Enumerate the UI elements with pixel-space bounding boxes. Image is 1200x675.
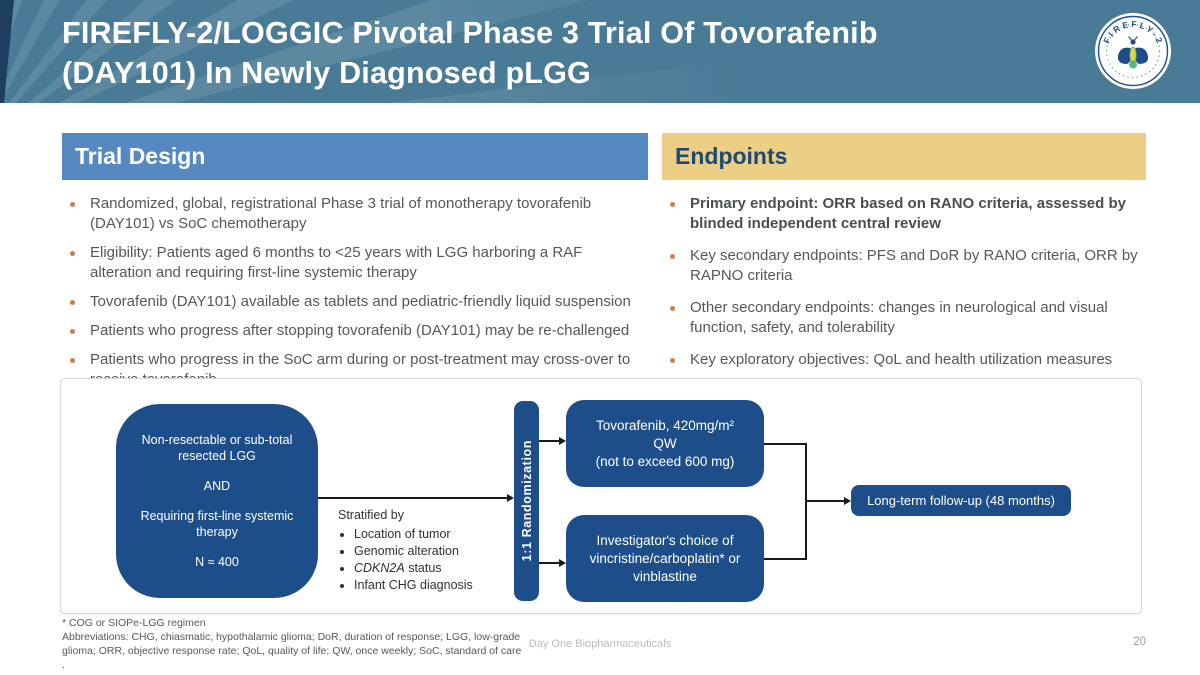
trial-design-bullet-list: Randomized, global, registrational Phase…: [62, 194, 648, 390]
arrow-randomization-to-arm1: [539, 440, 559, 442]
bullet-text: Primary endpoint: ORR based on RANO crit…: [690, 195, 1126, 232]
arm2-chemotherapy-box: Investigator's choice of vincristine/car…: [566, 515, 764, 602]
trial-design-section: Trial Design Randomized, global, registr…: [62, 133, 648, 399]
trial-design-bullet: Tovorafenib (DAY101) available as tablet…: [70, 292, 648, 312]
eligibility-line: N ≈ 400: [195, 555, 239, 569]
eligibility-box: Non-resectable or sub-total resected LGG…: [116, 404, 318, 598]
footnote-abbreviations: Abbreviations: CHG, chiasmatic, hypothal…: [62, 631, 522, 657]
arm2-text: Investigator's choice of vincristine/car…: [589, 532, 741, 584]
eligibility-line: Requiring first-line systemic therapy: [140, 509, 294, 539]
stratification-note: Stratified by Location of tumor Genomic …: [338, 507, 528, 594]
header-ray-pattern: [0, 0, 744, 103]
endpoints-header: Endpoints: [662, 133, 1146, 180]
endpoints-bullet: Key exploratory objectives: QoL and heal…: [670, 350, 1146, 370]
trial-design-header: Trial Design: [62, 133, 648, 180]
endpoints-bullet-primary: Primary endpoint: ORR based on RANO crit…: [670, 194, 1146, 234]
bullet-icon: [70, 300, 75, 305]
bullet-text: Randomized, global, registrational Phase…: [90, 195, 592, 232]
bullet-icon: [70, 202, 75, 207]
title-line-2: (DAY101) In Newly Diagnosed pLGG: [62, 56, 591, 90]
bullet-icon: [670, 306, 675, 311]
arrow-randomization-to-arm2: [539, 562, 559, 564]
firefly-2-logo-icon: FIREFLY-2: [1095, 13, 1171, 89]
bullet-icon: [340, 584, 344, 588]
bullet-icon: [70, 358, 75, 363]
stratified-item: Genomic alteration: [338, 543, 528, 560]
followup-text: Long-term follow-up (48 months): [867, 493, 1055, 508]
endpoints-bullet: Key secondary endpoints: PFS and DoR by …: [670, 246, 1146, 286]
title-line-1: FIREFLY-2/LOGGIC Pivotal Phase 3 Trial O…: [62, 16, 878, 50]
arrow-to-followup: [807, 500, 844, 502]
company-watermark: Day One Biopharmaceuticals: [528, 638, 672, 650]
slide-title: FIREFLY-2/LOGGIC Pivotal Phase 3 Trial O…: [62, 13, 878, 93]
bullet-icon: [670, 202, 675, 207]
footnote-period: .: [62, 659, 65, 671]
eligibility-line: Non-resectable or sub-total resected LGG: [141, 433, 293, 463]
footnotes: * COG or SIOPe-LGG regimen Abbreviations…: [62, 616, 524, 672]
page-number: 20: [1133, 636, 1146, 648]
footnote-regimen: * COG or SIOPe-LGG regimen: [62, 617, 206, 629]
followup-box: Long-term follow-up (48 months): [851, 485, 1071, 516]
bullet-text: Eligibility: Patients aged 6 months to <…: [90, 244, 583, 281]
bullet-icon: [70, 251, 75, 256]
endpoints-bullet-list: Primary endpoint: ORR based on RANO crit…: [662, 194, 1146, 370]
stratified-item: Location of tumor: [338, 526, 528, 543]
bullet-text: Key exploratory objectives: QoL and heal…: [690, 351, 1113, 368]
bullet-icon: [340, 550, 344, 554]
eligibility-line: AND: [203, 479, 231, 493]
bullet-text: Other secondary endpoints: changes in ne…: [690, 299, 1108, 336]
bullet-text: Tovorafenib (DAY101) available as tablet…: [90, 293, 631, 310]
bullet-icon: [670, 254, 675, 259]
slide-header: FIREFLY-2/LOGGIC Pivotal Phase 3 Trial O…: [0, 0, 1200, 103]
connector-arm2: [764, 558, 807, 560]
trial-design-bullet: Randomized, global, registrational Phase…: [70, 194, 648, 234]
stratified-item: CDKN2A status: [338, 560, 528, 577]
randomization-label: 1:1 Randomization: [519, 440, 534, 562]
endpoints-section: Endpoints Primary endpoint: ORR based on…: [662, 133, 1146, 382]
trial-flow-diagram: Non-resectable or sub-total resected LGG…: [60, 378, 1142, 614]
arrow-eligibility-to-randomization: [318, 497, 507, 499]
bullet-icon: [670, 358, 675, 363]
endpoints-bullet: Other secondary endpoints: changes in ne…: [670, 298, 1146, 338]
trial-design-bullet: Patients who progress after stopping tov…: [70, 321, 648, 341]
arm1-tovorafenib-box: Tovorafenib, 420mg/m² QW (not to exceed …: [566, 400, 764, 487]
bullet-icon: [70, 329, 75, 334]
stratified-list: Location of tumor Genomic alteration CDK…: [338, 526, 528, 594]
connector-arm1: [764, 443, 807, 445]
bullet-icon: [340, 533, 344, 537]
arm1-line: (not to exceed 600 mg): [595, 453, 735, 469]
arm1-line: Tovorafenib, 420mg/m² QW: [595, 417, 735, 451]
stratified-by-title: Stratified by: [338, 508, 405, 522]
connector-vertical: [805, 443, 807, 560]
bullet-icon: [340, 567, 344, 571]
trial-design-bullet: Eligibility: Patients aged 6 months to <…: [70, 243, 648, 283]
bullet-text: Key secondary endpoints: PFS and DoR by …: [690, 247, 1138, 284]
randomization-bar: 1:1 Randomization: [514, 401, 539, 601]
bullet-text: Patients who progress after stopping tov…: [90, 322, 630, 339]
stratified-item: Infant CHG diagnosis: [338, 577, 528, 594]
